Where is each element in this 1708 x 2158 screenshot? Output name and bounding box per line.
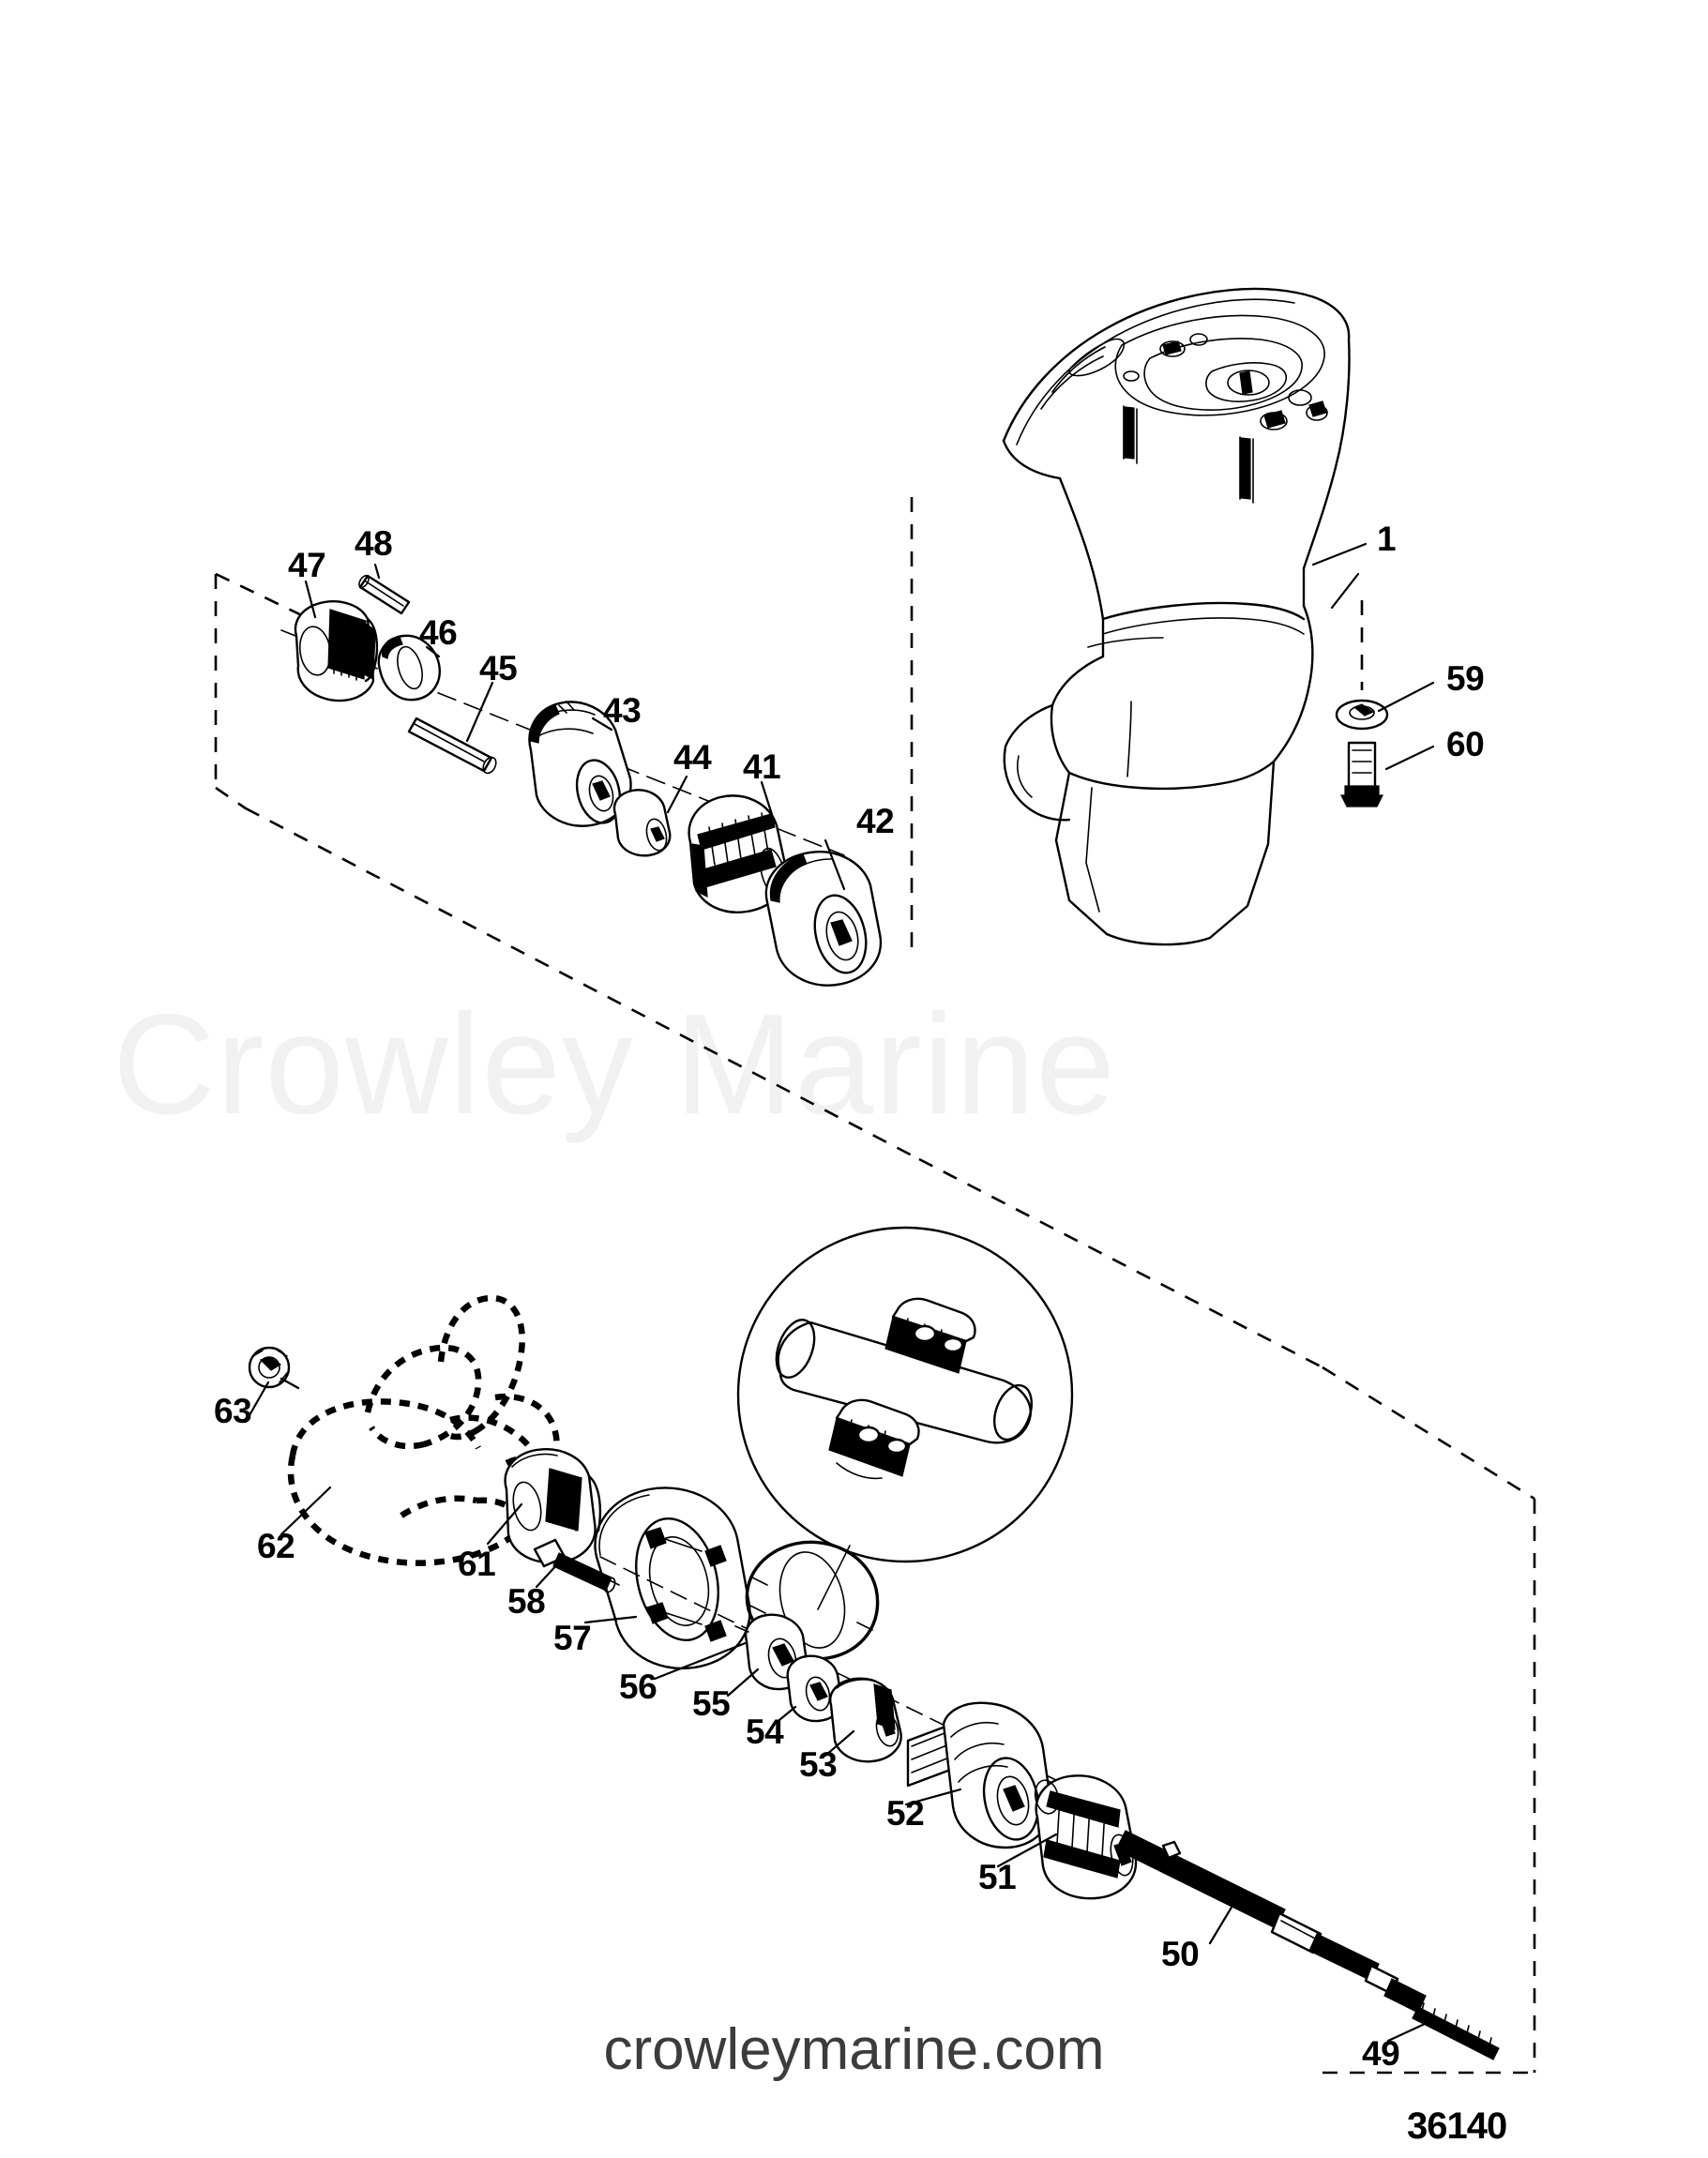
part-45-shift-pin	[407, 717, 497, 775]
callout-51[interactable]: 51	[978, 1858, 1017, 1896]
part-48-roll-pin	[358, 574, 411, 615]
part-53-spacer	[829, 1677, 902, 1763]
part-52-bearing-carrier	[906, 1701, 1052, 1849]
callout-57[interactable]: 57	[553, 1619, 592, 1657]
part-61-propeller-hub	[504, 1448, 602, 1564]
washer-screw-assembly	[1330, 572, 1435, 807]
part-50-propeller-shaft	[1115, 1830, 1427, 2014]
part-46-thrust-washer	[377, 634, 441, 702]
gear-housing-assembly	[1002, 287, 1351, 946]
part-42-bearing-cup	[764, 851, 883, 987]
callout-49[interactable]: 49	[1362, 2034, 1400, 2073]
part-63-nut	[248, 1346, 300, 1390]
diagram-number: 36140	[1407, 2105, 1507, 2147]
leader-63	[244, 1381, 270, 1424]
lower-parts-row	[583, 1486, 1500, 2060]
callout-58[interactable]: 58	[507, 1582, 546, 1621]
leader-47	[304, 580, 317, 619]
upper-group-boundary	[214, 497, 914, 953]
callout-48[interactable]: 48	[355, 524, 393, 563]
callout-62[interactable]: 62	[257, 1527, 295, 1565]
callout-63[interactable]: 63	[214, 1392, 252, 1430]
leader-62	[280, 1486, 332, 1536]
callout-1[interactable]: 1	[1377, 520, 1397, 558]
leader-48	[373, 563, 381, 580]
callout-59[interactable]: 59	[1446, 659, 1485, 698]
callout-55[interactable]: 55	[692, 1684, 731, 1723]
callout-53[interactable]: 53	[799, 1745, 838, 1784]
part-47-pinion-gear	[294, 600, 379, 702]
callout-41[interactable]: 41	[743, 747, 781, 786]
callout-56[interactable]: 56	[619, 1668, 658, 1706]
assembly-sightline-diagonal	[245, 807, 920, 1161]
part-43-clutch-carrier	[528, 701, 632, 827]
upper-parts-row	[280, 563, 883, 987]
part-57-thrust-hub	[594, 1486, 766, 1670]
leader-54	[773, 1705, 797, 1726]
callout-50[interactable]: 50	[1161, 1935, 1200, 1973]
leader-1	[1311, 542, 1368, 566]
callout-47[interactable]: 47	[288, 546, 326, 584]
leader-55	[726, 1668, 760, 1698]
callout-45[interactable]: 45	[479, 649, 518, 687]
part-44-spacer	[612, 789, 672, 857]
magnified-detail-circle	[736, 1226, 1074, 1610]
callout-61[interactable]: 61	[458, 1545, 496, 1583]
leader-42	[824, 838, 846, 891]
leader-52	[904, 1788, 962, 1806]
leader-58	[535, 1561, 561, 1589]
leader-44	[666, 775, 688, 814]
callout-54[interactable]: 54	[746, 1713, 784, 1751]
part-54-washer	[786, 1654, 843, 1723]
leader-41	[760, 780, 777, 825]
leader-49	[1386, 2016, 1439, 2043]
callout-44[interactable]: 44	[673, 738, 712, 777]
part-51-forward-gear	[1034, 1774, 1138, 1900]
propeller-assembly	[244, 1294, 616, 1593]
leader-51	[996, 1833, 1058, 1868]
leader-45	[465, 681, 494, 743]
leader-50	[1208, 1894, 1240, 1945]
callout-52[interactable]: 52	[886, 1794, 925, 1833]
callout-60[interactable]: 60	[1446, 725, 1485, 763]
leader-43	[591, 717, 613, 732]
callout-46[interactable]: 46	[419, 613, 458, 652]
leader-61	[486, 1502, 523, 1546]
part-49-retaining-spring	[1412, 2002, 1500, 2060]
leader-46	[425, 645, 441, 658]
leader-57	[583, 1615, 638, 1624]
leader-53	[824, 1729, 855, 1758]
callout-43[interactable]: 43	[603, 691, 642, 730]
lower-group-boundary	[918, 1157, 1536, 2075]
callout-42[interactable]: 42	[856, 802, 895, 840]
